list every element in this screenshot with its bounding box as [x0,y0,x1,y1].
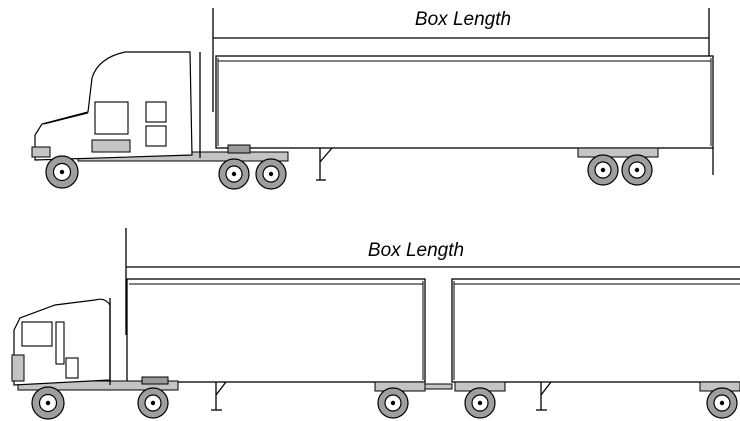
sleeper-window [145,125,167,147]
dolly-drawbar [424,383,453,390]
fifth-wheel [227,144,251,154]
fifth-wheel [141,376,169,385]
rear-trailer-box [451,278,740,383]
trailer-box [215,55,714,175]
trailer-rear-chassis [577,147,659,158]
landing-gear [316,147,333,181]
trailer-rear-wheel [587,154,619,186]
cab-step [65,357,79,379]
single-trailer-truck: Box Length [31,8,714,190]
dolly-wheel [464,387,496,419]
trailer-rear-wheel [621,154,653,186]
tractor-front-wheel [31,386,65,420]
rear-trailer-rear-wheel [706,387,738,419]
tractor-front-wheel [45,155,79,189]
landing-gear [211,381,227,411]
box-length-label-bottom: Box Length [368,240,464,261]
sleeper-window [145,101,167,123]
tractor-drive-wheel [218,158,250,190]
front-trailer-box [126,278,426,383]
fuel-tank [91,139,131,153]
cab-windshield [21,321,53,347]
cab-door-window [55,321,65,365]
box-length-dimension-bottom: Box Length [125,228,740,335]
front-bumper [31,146,51,158]
cab-door-window [94,101,129,135]
cab-grille [11,354,25,382]
landing-gear [536,381,552,411]
front-trailer-rear-wheel [377,387,409,419]
tractor-cab [31,51,201,161]
tractor-drive-wheel [255,158,287,190]
tractor-cab [11,298,111,386]
double-trailer-truck: Box Length [11,228,740,420]
box-length-dimension-top: Box Length [212,8,710,112]
box-length-label-top: Box Length [415,9,511,30]
tractor-drive-wheel [137,387,169,419]
